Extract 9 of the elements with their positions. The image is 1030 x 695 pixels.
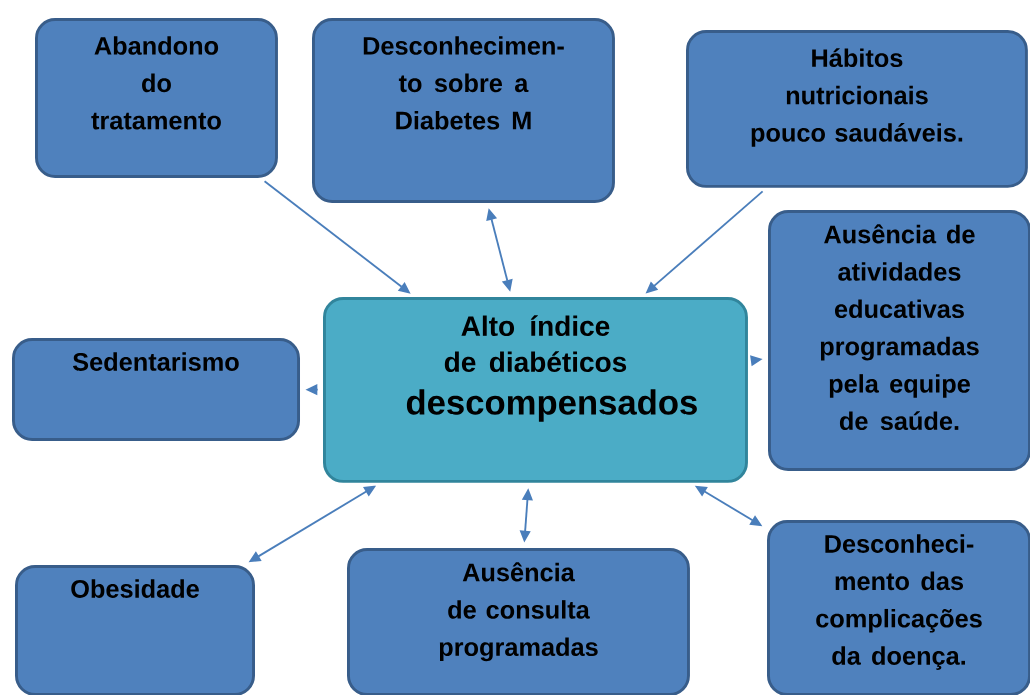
cause-box: Hábitos nutricionais pouco saudáveis.	[686, 30, 1028, 188]
cause-box: Abandono do tratamento	[35, 18, 278, 178]
cause-box: Desconheci-mento das complicações da doença.	[767, 520, 1030, 695]
cause-box: Ausência de consulta programadas	[347, 548, 690, 695]
cause-box: Obesidade	[15, 565, 255, 695]
cause-box: Ausência de atividades educativas programadas pela equipe de saúde.	[768, 210, 1030, 471]
central-problem-box: Alto índice de diabéticos descompensados	[323, 297, 748, 483]
cause-box: Desconhecimen-to sobre a Diabetes M	[312, 18, 615, 203]
cause-box: Sedentarismo	[12, 338, 300, 441]
